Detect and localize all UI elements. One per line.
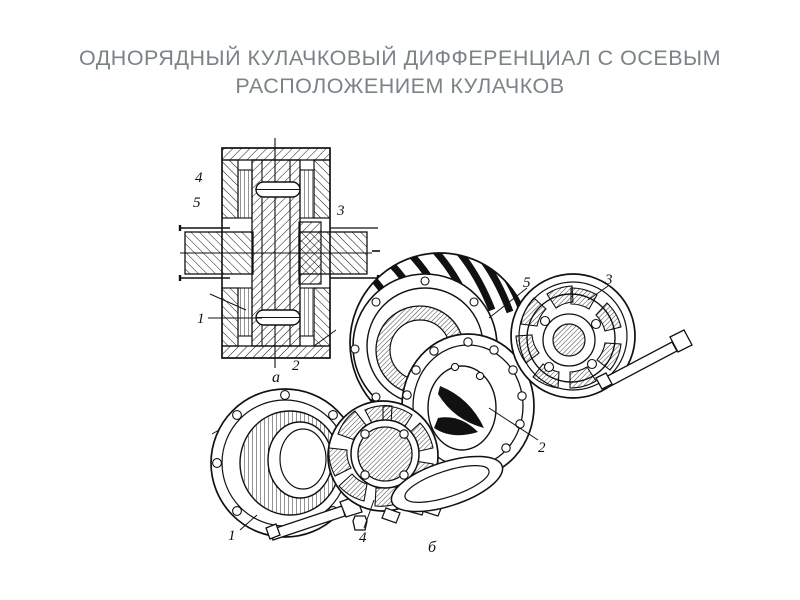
leader-b-5 [488,287,528,319]
exploded-view-group [210,252,693,541]
caption-figure-a: а [272,369,280,386]
flange-bolt-holes [402,337,527,475]
thrust-washer-ring [390,455,504,513]
cam-plunger-upper [255,181,301,198]
leader-b-2 [488,407,539,441]
left-wall-upper [221,159,239,219]
cam-ring-upper-left [237,169,253,219]
flange-window-shade-2 [434,417,478,436]
cam-gear-part-4 [327,400,443,524]
page-title: ОДНОРЯДНЫЙ КУЛАЧКОВЫЙ ДИФФЕРЕНЦИАЛ С ОСЕ… [79,46,721,98]
housing-top-wall [221,147,331,161]
cam-plunger-lower [255,309,301,326]
leader-a-4 [209,293,247,311]
small-nut [352,515,368,531]
callout-b-2: 2 [538,440,546,456]
callout-labels: 4 5 3 1 2 5 3 2 1 4 [193,170,613,546]
cam-ring-holes [539,315,602,373]
right-wall-upper [313,159,331,219]
cam-ring-lower-left [237,287,253,337]
figure-area: 4 5 3 1 2 5 3 2 1 4 а б [0,118,800,600]
callout-a-4: 4 [195,170,203,186]
right-hub-collar [298,221,322,285]
bearing-cup-part-1 [210,388,360,538]
callout-b-4: 4 [359,530,367,546]
figure-captions: а б [272,369,437,556]
callout-a-3: 3 [336,203,345,219]
housing-bottom-wall [221,345,331,359]
callout-a-5: 5 [193,195,201,211]
leader-b-4 [363,499,375,529]
cam-ring-part-3 [510,273,636,399]
cam-ring-segments [515,285,622,389]
callout-b-3: 3 [604,272,613,288]
caption-figure-b: б [428,539,437,556]
callout-b-1: 1 [228,528,236,544]
long-bolt-left [265,495,363,541]
flange-plate [401,333,535,489]
left-axle-shaft [184,231,254,275]
section-view-group [178,138,380,475]
flange-window-shade [438,386,484,428]
callout-a-1: 1 [197,311,205,327]
title-block: ОДНОРЯДНЫЙ КУЛАЧКОВЫЙ ДИФФЕРЕНЦИАЛ С ОСЕ… [40,44,760,100]
cam-gear-holes [360,429,409,480]
long-bolt-right [595,329,693,390]
leader-a-3 [313,329,337,347]
left-wall-lower [221,287,239,347]
cam-ring-upper-right [299,169,315,219]
leader-b-3 [587,285,609,301]
right-wall-lower [313,287,331,347]
cam-ring-lower-right [299,287,315,337]
leader-b-1 [239,514,258,531]
callout-b-5: 5 [523,275,531,291]
technical-drawing: 4 5 3 1 2 5 3 2 1 4 а б [178,138,693,556]
callout-a-2: 2 [292,358,300,374]
